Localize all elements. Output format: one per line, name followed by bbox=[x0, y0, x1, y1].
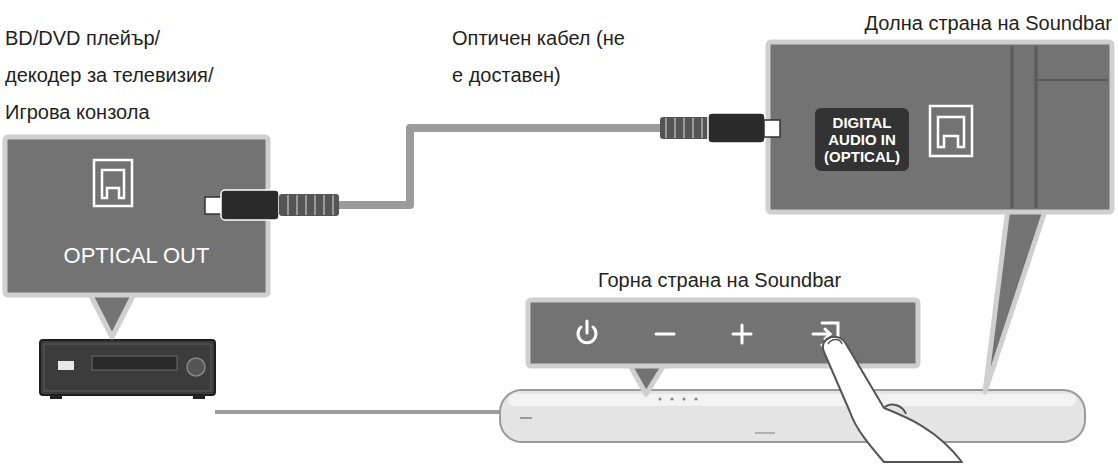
optical-port-icon bbox=[930, 106, 972, 156]
panel-heading: Долна страна на Soundbar bbox=[865, 5, 1112, 42]
optical-cable bbox=[268, 128, 768, 205]
housing-divider bbox=[1012, 46, 1108, 208]
port-label: DIGITAL AUDIO IN (OPTICAL) bbox=[821, 114, 903, 165]
panel-heading: Горна страна на Soundbar bbox=[598, 262, 841, 299]
top-panel: Горна страна на Soundbar bbox=[528, 300, 918, 366]
pressing-hand bbox=[823, 337, 962, 462]
connection-wire bbox=[215, 410, 505, 414]
panel-outline bbox=[768, 42, 1112, 212]
optical-plug bbox=[205, 190, 339, 220]
bottom-panel: Долна страна на SoundbarDIGITAL AUDIO IN… bbox=[768, 42, 1112, 212]
player-device bbox=[40, 340, 215, 399]
device-heading: BD/DVD плейър/ декодер за телевизия/ Игр… bbox=[5, 20, 227, 131]
panel-outlines bbox=[5, 42, 1112, 366]
cable-label: Оптичен кабел (не е доставен) bbox=[452, 20, 627, 94]
button-icon bbox=[578, 321, 838, 345]
device-panel: BD/DVD плейър/ декодер за телевизия/ Игр… bbox=[5, 137, 268, 295]
optical-port-icon bbox=[94, 160, 132, 206]
optical-plug bbox=[660, 113, 780, 143]
soundbar bbox=[500, 390, 1085, 442]
port-label: OPTICAL OUT bbox=[5, 243, 268, 269]
panel-outline bbox=[528, 300, 918, 366]
port-label-box: DIGITAL AUDIO IN (OPTICAL) bbox=[815, 108, 909, 171]
